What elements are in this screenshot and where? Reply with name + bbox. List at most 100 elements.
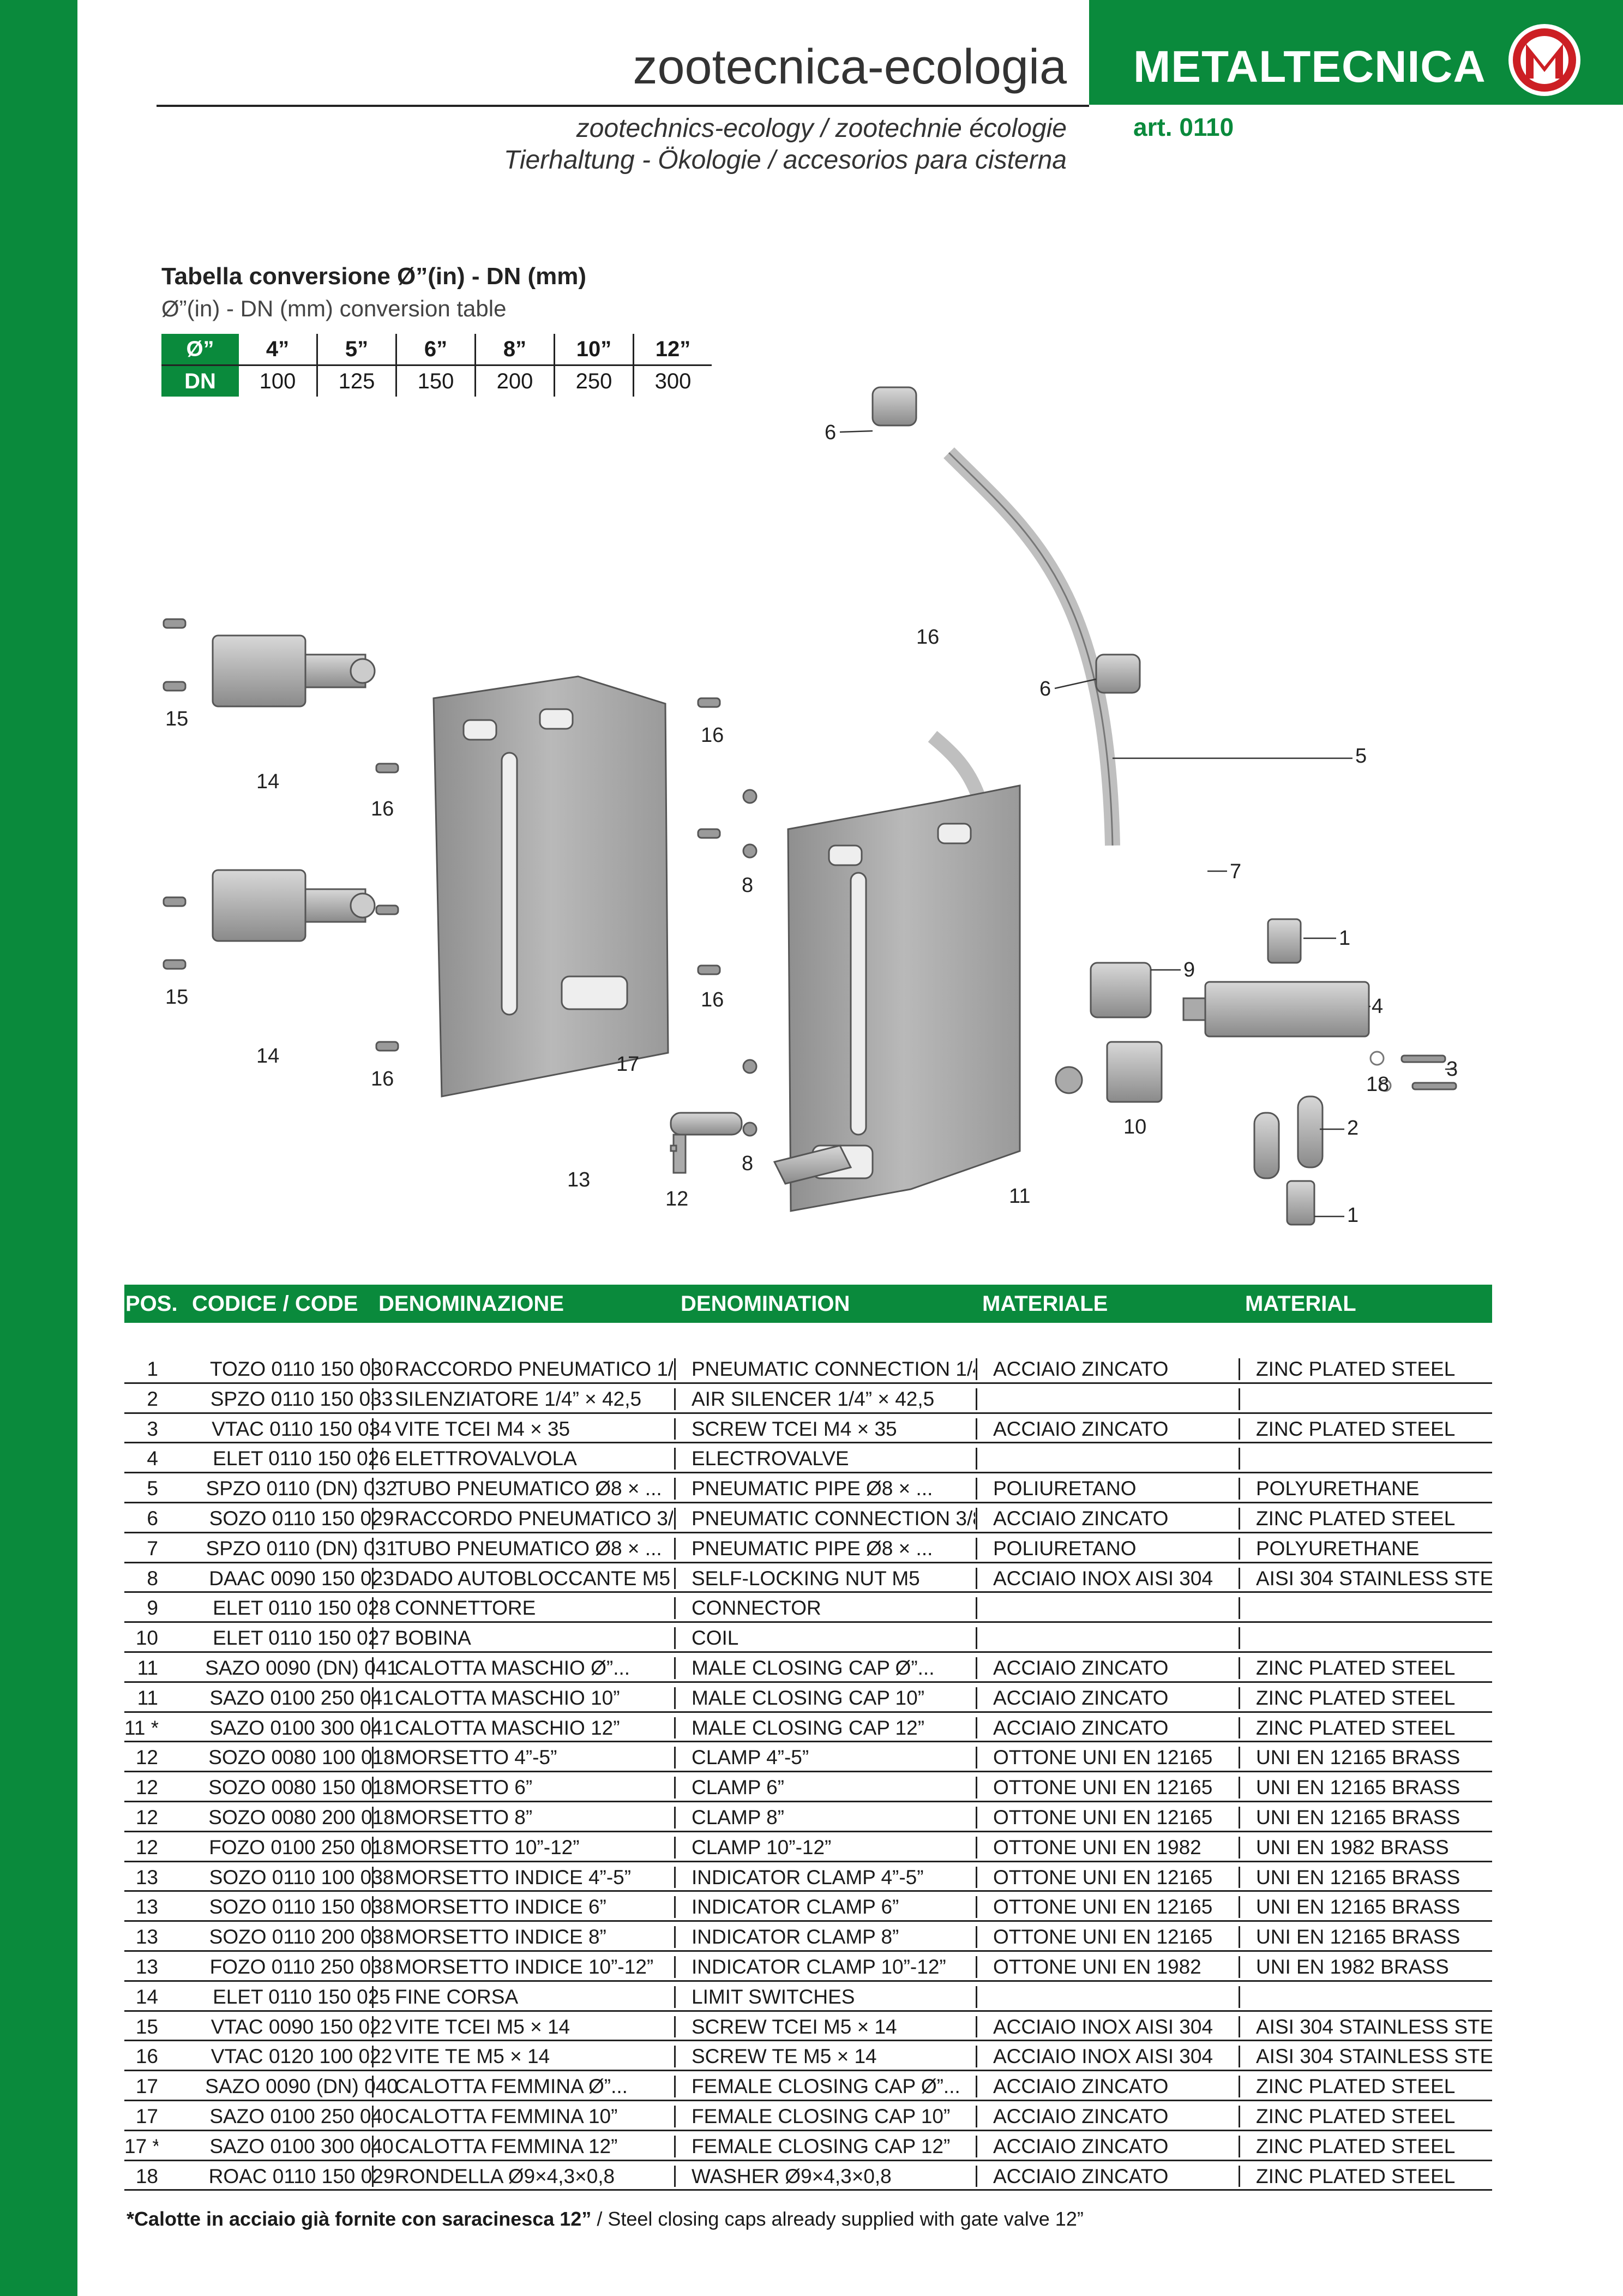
callout-label: 7 — [1230, 860, 1241, 883]
row-denominazione: MORSETTO INDICE 6” — [395, 1896, 606, 1919]
callout-label: 16 — [701, 724, 724, 747]
brand-name: METALTECNICA — [1133, 42, 1486, 92]
row-material: ZINC PLATED STEEL — [1256, 1686, 1456, 1709]
column-divider — [372, 1866, 374, 1889]
column-divider — [372, 1896, 374, 1919]
column-divider — [976, 2076, 977, 2097]
row-code: FOZO 0100 250 018 — [209, 1836, 394, 1859]
page-subtitle-2: Tierhaltung - Ökologie / accesorios para… — [503, 146, 1067, 175]
column-divider — [1239, 1418, 1240, 1440]
row-materiale: POLIURETANO — [993, 1537, 1137, 1560]
article-number: art. 0110 — [1133, 113, 1234, 141]
col-header-code: CODICE / CODE — [192, 1292, 358, 1316]
page-subtitle-1: zootechnics-ecology / zootechnie écologi… — [576, 114, 1067, 143]
row-materiale: POLIURETANO — [993, 1477, 1137, 1500]
row-denominazione: VITE TCEI M4 × 35 — [395, 1417, 570, 1440]
row-pos: 9 — [147, 1597, 158, 1620]
conversion-table-subtitle: Ø”(in) - DN (mm) conversion table — [161, 296, 507, 321]
row-materiale: ACCIAIO ZINCATO — [993, 2135, 1169, 2157]
row-materiale — [982, 1982, 1239, 2010]
row-denominazione: CALOTTA FEMMINA 12” — [395, 2135, 618, 2157]
callout-label: 17 — [616, 1053, 639, 1076]
row-material: UNI EN 12165 BRASS — [1256, 1926, 1460, 1949]
row-code: VTAC 0090 150 022 — [211, 2015, 393, 2038]
row-denominazione: ELETTROVALVOLA — [395, 1447, 577, 1470]
row-code: SAZO 0100 300 041 — [209, 1716, 394, 1739]
row-denominazione: MORSETTO 10”-12” — [395, 1836, 580, 1859]
row-code: SPZO 0110 (DN) 031 — [206, 1537, 398, 1560]
row-material: ZINC PLATED STEEL — [1256, 1716, 1456, 1739]
row-pos: 10 — [135, 1627, 158, 1650]
row-materiale: OTTONE UNI EN 12165 — [993, 1896, 1213, 1919]
row-denomination: PNEUMATIC PIPE Ø8 × ... — [692, 1477, 933, 1500]
row-denomination: FEMALE CLOSING CAP 12” — [692, 2135, 951, 2157]
row-denominazione: CALOTTA MASCHIO Ø”... — [395, 1656, 630, 1679]
column-divider — [1239, 2135, 1240, 2157]
column-divider — [976, 1358, 977, 1380]
parts-table-header: POS. CODICE / CODE DENOMINAZIONE DENOMIN… — [124, 1285, 1492, 1323]
column-divider — [372, 1448, 374, 1470]
column-divider — [976, 1537, 977, 1560]
column-divider — [976, 1747, 977, 1769]
row-denomination: CLAMP 10”-12” — [692, 1836, 832, 1859]
row-denominazione: DADO AUTOBLOCCANTE M5 — [395, 1567, 671, 1590]
column-divider — [372, 1747, 374, 1769]
row-denomination: MALE CLOSING CAP 12” — [692, 1716, 925, 1739]
column-divider — [674, 1866, 676, 1889]
column-divider — [674, 2076, 676, 2097]
column-divider — [372, 2076, 374, 2097]
row-code: SOZO 0110 100 038 — [209, 1866, 394, 1889]
conv-in: 12” — [633, 334, 712, 366]
row-material: UNI EN 12165 BRASS — [1256, 1806, 1460, 1829]
column-divider — [372, 1537, 374, 1560]
row-material: AISI 304 STAINLESS STEEL — [1256, 2015, 1492, 2038]
conv-in: 10” — [554, 334, 634, 366]
row-code: SAZO 0100 250 041 — [209, 1686, 394, 1709]
row-pos: 11 — [137, 1686, 158, 1709]
column-divider — [674, 1986, 676, 2008]
row-code: ELET 0110 150 027 — [213, 1627, 390, 1650]
column-divider — [372, 1657, 374, 1679]
column-divider — [976, 1567, 977, 1590]
column-divider — [674, 1448, 676, 1470]
column-divider — [372, 1806, 374, 1829]
column-divider — [372, 2016, 374, 2038]
conv-dn: 200 — [475, 365, 555, 397]
row-materiale — [982, 1593, 1239, 1621]
row-materiale: ACCIAIO ZINCATO — [993, 1358, 1169, 1380]
row-materiale: ACCIAIO INOX AISI 304 — [993, 2045, 1213, 2068]
column-divider — [674, 1956, 676, 1978]
row-material: ZINC PLATED STEEL — [1256, 2165, 1456, 2187]
column-divider — [976, 1657, 977, 1679]
col-header-materiale: MATERIALE — [982, 1292, 1108, 1316]
column-divider — [976, 1627, 977, 1649]
callout-label: 4 — [1372, 995, 1383, 1018]
left-color-band — [0, 0, 77, 2296]
row-denomination: INDICATOR CLAMP 8” — [692, 1926, 899, 1949]
row-pos: 15 — [135, 2015, 158, 2038]
column-divider — [976, 1986, 977, 2008]
column-divider — [976, 1956, 977, 1978]
column-divider — [976, 2016, 977, 2038]
row-material: ZINC PLATED STEEL — [1256, 2105, 1456, 2127]
row-code: SAZO 0100 300 040 — [209, 2135, 394, 2157]
conv-dn: 125 — [317, 365, 397, 397]
row-pos: 12 — [135, 1746, 158, 1769]
row-denomination: MALE CLOSING CAP 10” — [692, 1686, 925, 1709]
row-code: VTAC 0120 100 022 — [211, 2045, 393, 2068]
column-divider — [1239, 1537, 1240, 1560]
callout-label: 9 — [1183, 958, 1195, 981]
row-materiale: ACCIAIO ZINCATO — [993, 1417, 1169, 1440]
row-pos: 13 — [135, 1896, 158, 1919]
column-divider — [1239, 1777, 1240, 1799]
row-materiale — [982, 1384, 1239, 1412]
column-divider — [674, 1627, 676, 1649]
row-pos: 6 — [147, 1507, 158, 1530]
column-divider — [976, 1836, 977, 1859]
